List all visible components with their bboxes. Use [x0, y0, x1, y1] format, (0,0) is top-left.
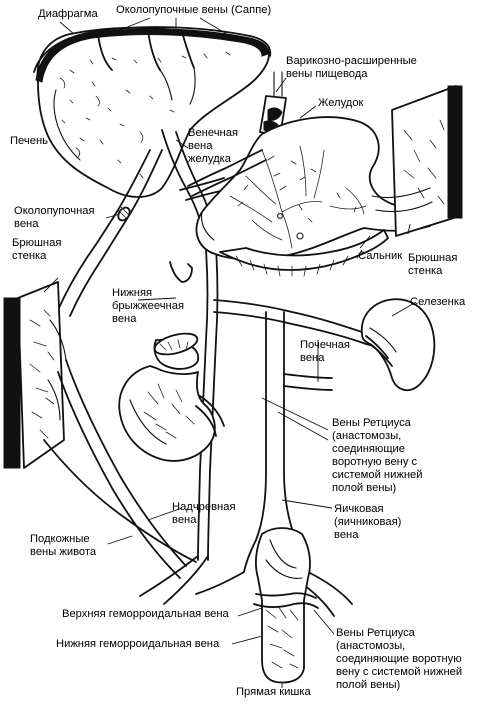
label-testicular-2: (яичниковая)	[334, 516, 402, 528]
label-subcutaneous-1: Подкожные	[30, 533, 90, 545]
label-abdominal-wall-right-2: стенка	[408, 265, 443, 277]
label-paraumbilical-1: Околопупочная	[14, 205, 95, 217]
label-retzius-top-1: Вены Ретциуса	[332, 417, 412, 429]
diaphragm	[33, 26, 272, 83]
intestine-loop	[118, 332, 225, 462]
label-retzius-bottom-4: вену с системой нижней	[336, 666, 462, 678]
label-abdominal-wall-left-1: Брюшная	[12, 237, 61, 249]
label-spleen: Селезенка	[410, 296, 466, 308]
label-retzius-top-5: системой нижней	[332, 469, 423, 481]
label-inferior-hemorrhoidal: Нижняя геморроидальная вена	[56, 638, 220, 650]
label-abdominal-wall-right-1: Брюшная	[408, 252, 457, 264]
label-stomach: Желудок	[318, 97, 364, 109]
label-retzius-top-6: полой вены)	[332, 482, 397, 494]
label-gastric-coronary-2: вена	[188, 140, 213, 152]
label-varicose-esophageal-1: Варикозно-расширенные	[286, 55, 417, 67]
label-renal-vein-2: вена	[300, 352, 325, 364]
rectum	[253, 527, 319, 684]
spleen	[360, 298, 436, 392]
sappey-veins-drawing	[97, 29, 196, 105]
gastric-coronary-vein-drawing	[187, 149, 267, 197]
abdominal-wall-right	[371, 85, 463, 237]
label-diaphragm: Диафрагма	[38, 8, 98, 20]
label-epigastric-2: вена	[172, 514, 197, 526]
labels: Диафрагма Околопупочные вены (Саппе) Вар…	[10, 4, 466, 698]
label-paraumbilical-2: вена	[14, 218, 39, 230]
label-epigastric-1: Надчревная	[172, 501, 236, 513]
paraumbilical-vein-drawing	[57, 149, 163, 317]
iliac-branches-drawing	[139, 555, 353, 617]
label-varicose-esophageal-2: вены пищевода	[286, 68, 368, 80]
label-retzius-bottom-5: полой вены)	[336, 679, 401, 691]
label-rectum: Прямая кишка	[236, 686, 312, 698]
abdominal-wall-left	[3, 281, 67, 469]
label-retzius-top-2: (анастомозы,	[332, 430, 401, 442]
label-liver: Печень	[10, 135, 48, 147]
label-inferior-mesenteric-3: вена	[112, 313, 137, 325]
label-renal-vein-1: Почечная	[300, 339, 350, 351]
label-retzius-top-4: воротную вену с	[332, 456, 418, 468]
label-retzius-bottom-2: (анастомозы,	[336, 640, 405, 652]
label-retzius-bottom-3: соединяющие воротную	[336, 653, 462, 665]
label-gastric-coronary-3: желудка	[188, 153, 232, 165]
label-paraumbilical-sappey: Околопупочные вены (Саппе)	[116, 4, 271, 16]
subcutaneous-veins-drawing	[43, 359, 197, 579]
liver	[36, 26, 270, 198]
label-inferior-mesenteric-1: Нижняя	[112, 287, 152, 299]
label-retzius-top-3: соединяющие	[332, 443, 405, 455]
label-retzius-bottom-1: Вены Ретциуса	[336, 627, 416, 639]
omentum	[219, 229, 389, 277]
label-omentum: Сальник	[358, 250, 402, 262]
label-abdominal-wall-left-2: стенка	[12, 250, 47, 262]
label-subcutaneous-2: вены живота	[30, 546, 97, 558]
leader-lines	[43, 17, 417, 688]
label-testicular-3: вена	[334, 529, 359, 541]
label-inferior-mesenteric-2: брыжжеечная	[112, 300, 184, 312]
label-testicular-1: Яичковая	[334, 503, 384, 515]
label-superior-hemorrhoidal: Верхняя геморроидальная вена	[62, 608, 230, 620]
label-gastric-coronary-1: Венечная	[188, 127, 238, 139]
